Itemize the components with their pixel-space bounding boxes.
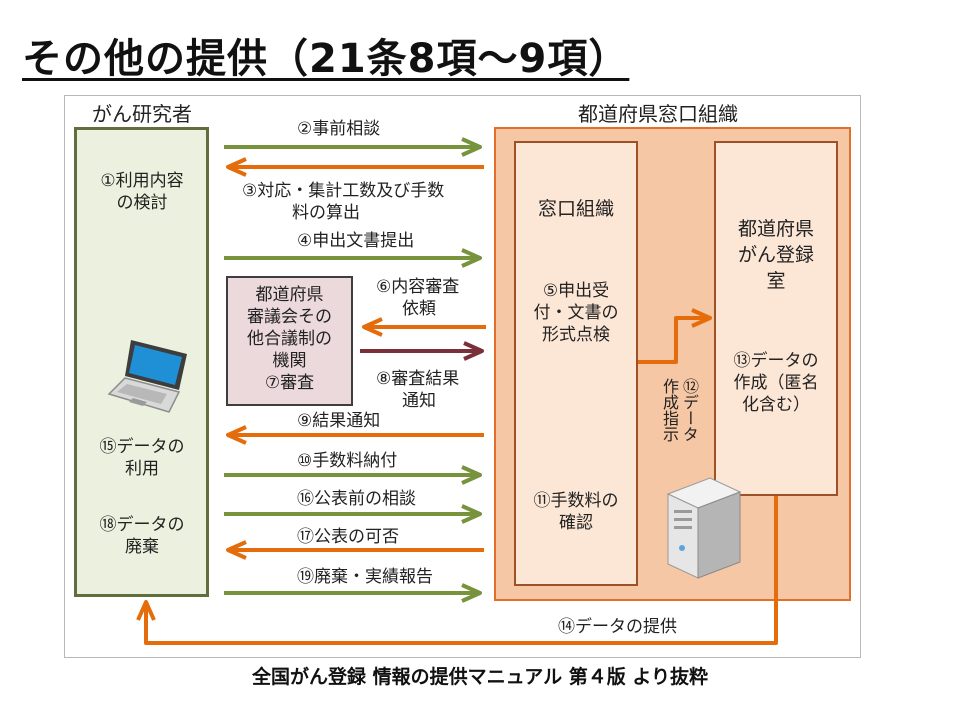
researcher-step1: ①利用内容 の検討 <box>80 170 204 214</box>
arrow-8-label-line1: ⑧審査結果 <box>376 369 460 389</box>
registry-title-line2: がん登録 <box>737 244 814 266</box>
arrow-3-label: ③対応・集計工数及び手数 料の算出 <box>242 180 482 224</box>
arrow-3-label-line1: ③対応・集計工数及び手数 <box>242 181 445 201</box>
window-org-box <box>514 141 638 586</box>
arrow-6 <box>362 317 486 337</box>
registry-title-line3: 室 <box>766 270 786 292</box>
arrow-2-label: ②事前相談 <box>297 119 381 139</box>
server-icon <box>662 474 744 582</box>
researcher-step18: ⑱データの 廃棄 <box>80 514 204 558</box>
arrow-10 <box>224 465 482 485</box>
arrow-9-label: ⑨結果通知 <box>297 411 381 431</box>
arrow-12 <box>638 308 712 364</box>
step12-label-col2: ⑫データ <box>680 378 699 442</box>
arrow-19-label: ⑲廃棄・実績報告 <box>297 567 433 587</box>
council-box <box>226 276 353 406</box>
arrow-16-label: ⑯公表前の相談 <box>297 489 416 509</box>
registry-box <box>714 141 838 496</box>
council-line2: 審議会その <box>247 307 332 327</box>
arrow-6-label-line1: ⑥内容審査 <box>376 277 460 297</box>
arrow-6-label: ⑥内容審査 依頼 <box>376 276 459 320</box>
researcher-step15: ⑮データの 利用 <box>80 436 204 480</box>
arrow-14-label: ⑭データの提供 <box>558 617 677 637</box>
researcher-step1-line1: ①利用内容 <box>100 171 184 191</box>
arrow-3-label-line2: 料の算出 <box>292 203 360 223</box>
researcher-step15-line1: ⑮データの <box>99 437 185 457</box>
arrow-2 <box>224 137 482 157</box>
arrow-14 <box>136 496 778 645</box>
researcher-step18-line2: 廃棄 <box>125 537 159 557</box>
step11-line1: ⑪手数料の <box>533 491 619 511</box>
step13-line2: 作成（匿名 <box>733 373 819 393</box>
council-line5: ⑦審査 <box>264 373 315 393</box>
researcher-header: がん研究者 <box>92 102 192 126</box>
arrow-4 <box>224 248 482 268</box>
arrow-8-label: ⑧審査結果 通知 <box>376 368 459 412</box>
council-line4: 機関 <box>272 351 307 371</box>
arrow-6-label-line2: 依頼 <box>402 299 436 319</box>
arrow-8-label-line2: 通知 <box>402 391 436 411</box>
registry-title: 都道府県 がん登録 室 <box>716 216 836 294</box>
prefecture-header: 都道府県窓口組織 <box>578 102 738 126</box>
window-org-step11: ⑪手数料の 確認 <box>516 490 636 534</box>
step13-line3: 化含む） <box>742 395 810 415</box>
page-title: その他の提供（21条8項～9項） <box>22 36 630 82</box>
window-org-title: 窓口組織 <box>537 198 614 220</box>
arrow-17-label: ⑰公表の可否 <box>297 527 399 547</box>
registry-step13: ⑬データの 作成（匿名 化含む） <box>716 350 836 416</box>
researcher-step18-line1: ⑱データの <box>99 515 185 535</box>
arrow-19 <box>224 583 482 603</box>
window-org-step5: ⑤申出受 付・文書の 形式点検 <box>516 280 636 346</box>
arrow-9 <box>226 425 484 445</box>
source-caption: 全国がん登録 情報の提供マニュアル 第４版 より抜粋 <box>252 666 708 688</box>
step5-line3: 形式点検 <box>542 325 610 345</box>
step11-line2: 確認 <box>559 513 593 533</box>
step5-line2: 付・文書の <box>533 303 619 323</box>
arrow-17 <box>226 540 484 560</box>
registry-title-line1: 都道府県 <box>737 218 814 240</box>
arrow-8 <box>360 341 484 361</box>
arrow-16 <box>224 504 482 524</box>
researcher-step15-line2: 利用 <box>125 459 159 479</box>
researcher-step1-line2: の検討 <box>116 193 168 213</box>
step5-line1: ⑤申出受 <box>542 281 610 301</box>
arrow-10-label: ⑩手数料納付 <box>297 451 398 471</box>
step13-line1: ⑬データの <box>733 351 819 371</box>
laptop-icon <box>103 332 195 420</box>
council-line3: 他合議制の <box>247 329 332 349</box>
council-text: 都道府県 審議会その 他合議制の 機関 ⑦審査 <box>228 284 351 394</box>
step12-label-col1: 作成指示 <box>660 378 679 442</box>
arrow-4-label: ④申出文書提出 <box>297 231 415 251</box>
council-line1: 都道府県 <box>255 285 324 305</box>
arrow-3 <box>226 157 484 177</box>
